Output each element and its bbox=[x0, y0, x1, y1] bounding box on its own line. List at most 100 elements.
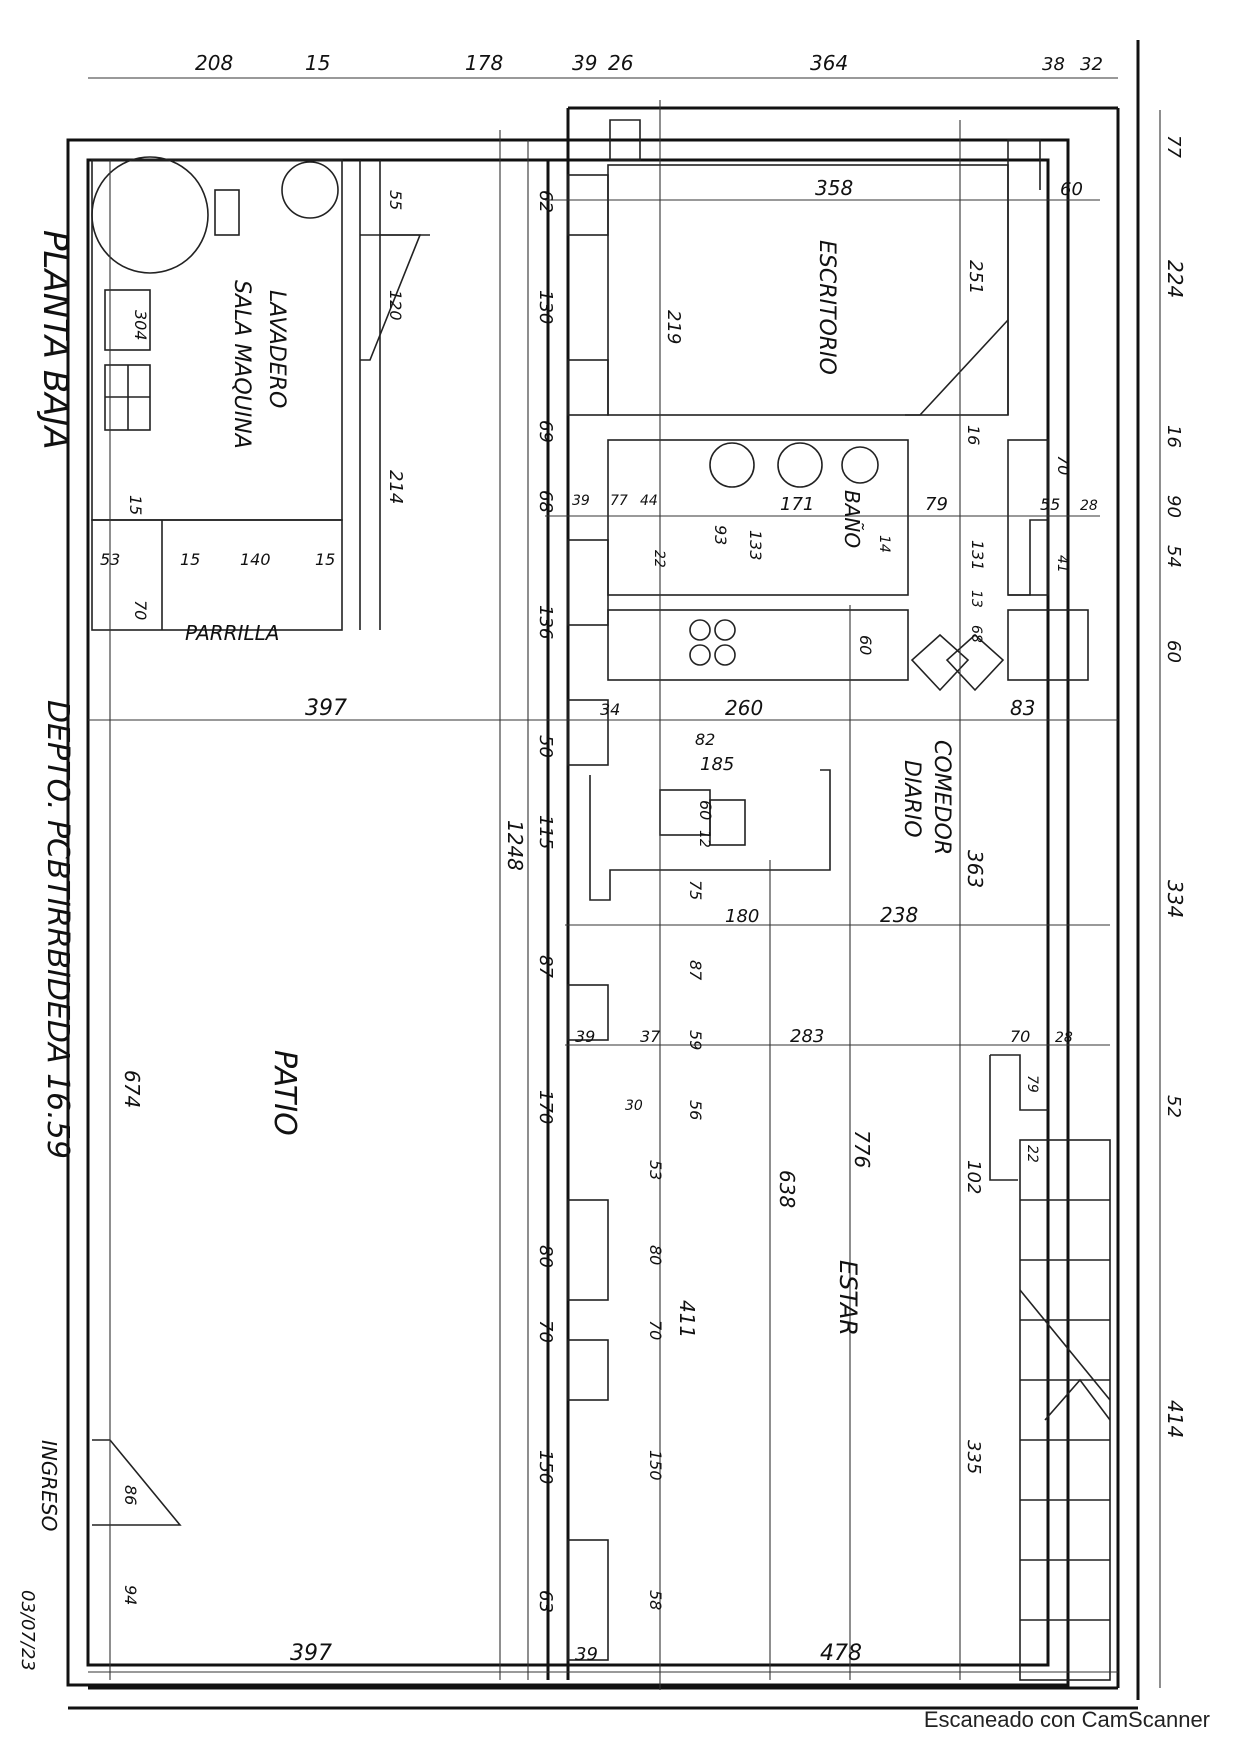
dim-label: 37 bbox=[640, 1027, 661, 1046]
dim-label: 15 bbox=[180, 550, 200, 569]
dim-label: 52 bbox=[1163, 1095, 1184, 1118]
dim-label: 14 bbox=[876, 535, 892, 553]
room-escritorio: ESCRITORIO bbox=[814, 240, 839, 375]
dim-label: 70 bbox=[131, 600, 150, 620]
dim-label: 80 bbox=[646, 1245, 665, 1265]
dim-label: 16 bbox=[964, 425, 983, 445]
windows bbox=[567, 174, 609, 1661]
dim-label: 39 bbox=[572, 51, 597, 75]
dim-label: 55 bbox=[1040, 495, 1060, 514]
dim-label: 59 bbox=[686, 1030, 705, 1050]
dim-label: 70 bbox=[1010, 1027, 1030, 1046]
dim-label: 214 bbox=[385, 470, 406, 504]
dim-label: 115 bbox=[535, 815, 556, 849]
dim-label: 55 bbox=[386, 190, 405, 210]
dim-label: 68 bbox=[535, 490, 556, 513]
dim-label: 30 bbox=[625, 1098, 643, 1114]
dimension-bottom: 397 39 478 bbox=[290, 1641, 862, 1666]
room-ingreso: INGRESO bbox=[37, 1440, 61, 1531]
dim-label: 120 bbox=[386, 290, 405, 321]
dim-label: 44 bbox=[640, 493, 658, 509]
dim-label: 68 bbox=[968, 625, 984, 643]
plan-date: 03/07/23 bbox=[17, 1590, 38, 1671]
dim-label: 60 bbox=[1163, 640, 1184, 663]
dim-label: 260 bbox=[725, 696, 763, 720]
dim-label: 397 bbox=[305, 696, 347, 721]
dim-label: 94 bbox=[121, 1585, 140, 1605]
dim-label: 12 bbox=[696, 830, 712, 848]
service-walls bbox=[91, 156, 430, 631]
dim-label: 90 bbox=[1163, 495, 1184, 518]
dim-label: 26 bbox=[608, 51, 633, 75]
dim-label: 39 bbox=[572, 493, 590, 509]
dim-label: 54 bbox=[1163, 545, 1184, 568]
dim-label: 38 bbox=[1042, 54, 1065, 75]
dim-label: 397 bbox=[290, 1641, 332, 1666]
dim-label: 87 bbox=[535, 955, 556, 978]
dim-label: 28 bbox=[1080, 498, 1098, 514]
dim-label: 150 bbox=[646, 1450, 665, 1481]
room-labels: PLANTA BAJA DEPTO. PCBTIRRBIDEDA 16.59 0… bbox=[17, 230, 954, 1671]
dim-label: 130 bbox=[535, 290, 556, 324]
dim-label: 224 bbox=[1163, 260, 1187, 298]
dim-label: 39 bbox=[575, 1027, 595, 1046]
dim-label: 50 bbox=[535, 735, 556, 758]
dim-label: 478 bbox=[820, 1641, 862, 1666]
dim-label: 208 bbox=[195, 51, 233, 75]
dimension-misc: 358 60 251 120 55 214 304 15 53 15 140 1… bbox=[100, 176, 1098, 1605]
dim-label: 219 bbox=[663, 310, 684, 344]
dim-label: 60 bbox=[856, 635, 875, 655]
dim-label: 86 bbox=[121, 1485, 140, 1505]
dim-label: 70 bbox=[646, 1320, 665, 1340]
dimension-lines bbox=[88, 77, 1161, 1690]
dim-label: 1248 bbox=[503, 820, 527, 871]
room-patio: PATIO bbox=[267, 1050, 302, 1136]
dim-label: 334 bbox=[1163, 880, 1187, 918]
dimension-left-column: 62 130 69 68 136 50 115 87 170 80 70 150… bbox=[535, 190, 556, 1613]
unit-label: DEPTO. PCBTIRRBIDEDA 16.59 bbox=[40, 700, 75, 1159]
dim-label: 102 bbox=[963, 1160, 984, 1194]
dim-label: 77 bbox=[610, 493, 628, 509]
dim-label: 79 bbox=[1024, 1075, 1040, 1093]
dim-label: 335 bbox=[963, 1440, 984, 1474]
dim-label: 22 bbox=[1024, 1145, 1040, 1163]
dim-label: 53 bbox=[646, 1160, 665, 1180]
dim-label: 171 bbox=[780, 494, 814, 515]
dim-label: 304 bbox=[131, 310, 150, 341]
room-lavadero: LAVADERO bbox=[264, 290, 289, 408]
dim-label: 238 bbox=[880, 903, 918, 927]
dim-label: 15 bbox=[315, 550, 335, 569]
dim-label: 93 bbox=[711, 525, 730, 545]
dim-label: 13 bbox=[968, 590, 984, 608]
dim-label: 70 bbox=[1054, 455, 1073, 475]
dim-label: 87 bbox=[686, 960, 705, 981]
dimension-top: 208 15 178 39 26 364 38 32 bbox=[195, 51, 1103, 75]
room-bano: BAÑO bbox=[840, 490, 864, 548]
dim-label: 34 bbox=[600, 700, 620, 719]
dim-label: 251 bbox=[965, 260, 986, 294]
room-sala-maquina: SALA MAQUINA bbox=[229, 280, 254, 449]
dim-label: 58 bbox=[646, 1590, 665, 1610]
dim-label: 83 bbox=[1010, 696, 1035, 720]
dim-label: 53 bbox=[100, 550, 120, 569]
dim-label: 180 bbox=[725, 906, 759, 927]
dim-label: 358 bbox=[815, 176, 853, 200]
dim-label: 363 bbox=[963, 850, 987, 888]
room-diario: DIARIO bbox=[899, 760, 924, 838]
room-parrilla: PARRILLA bbox=[185, 621, 279, 645]
dim-label: 22 bbox=[651, 550, 667, 568]
dim-label: 60 bbox=[1060, 179, 1083, 200]
dim-label: 133 bbox=[746, 530, 765, 561]
dim-label: 41 bbox=[1054, 555, 1070, 573]
dim-label: 56 bbox=[686, 1100, 705, 1120]
dim-label: 15 bbox=[126, 495, 145, 515]
dim-label: 82 bbox=[695, 730, 715, 749]
dim-label: 62 bbox=[535, 190, 556, 213]
dim-label: 60 bbox=[696, 800, 715, 820]
dim-label: 776 bbox=[850, 1130, 874, 1168]
plan-title: PLANTA BAJA bbox=[35, 230, 75, 450]
dim-label: 80 bbox=[535, 1245, 556, 1268]
dim-label: 364 bbox=[810, 51, 848, 75]
dim-label: 136 bbox=[535, 605, 556, 639]
